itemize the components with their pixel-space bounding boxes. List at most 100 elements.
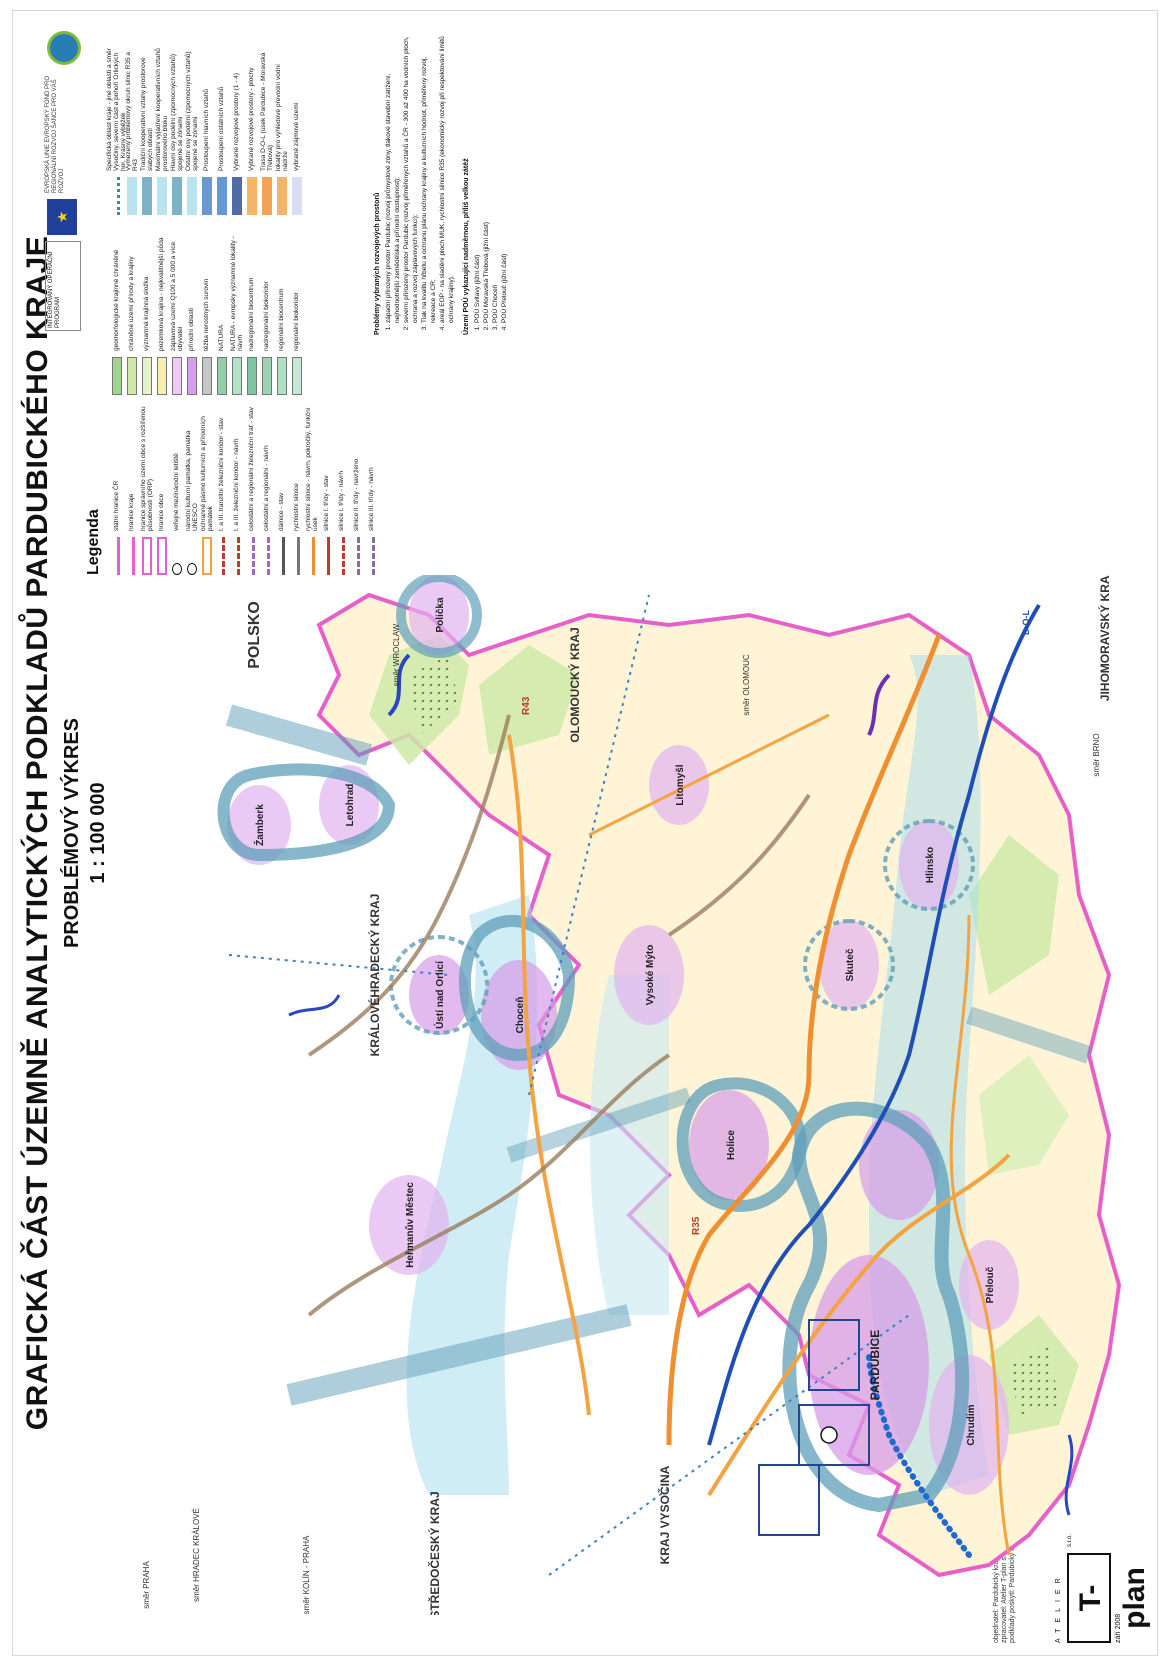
road-orange: [707, 1153, 1011, 1497]
rotated-map-frame: GRAFICKÁ ČÁST ÚZEMNĚ ANALYTICKÝCH PODKLA…: [13, 11, 1157, 1655]
legend-2-item: geomorfologické krajinné chráněné: [109, 225, 124, 395]
town-label-usti: Ústí nad Orlicí: [433, 960, 446, 1029]
note-item: západní přirozený prostor Pardubic (rozv…: [384, 35, 402, 323]
legend-label: lokality pro výhledové převodní vodní ná…: [274, 64, 289, 171]
legend-symbol: [201, 537, 212, 575]
legend-label: ochranné pásmo kulturních a přírodních p…: [199, 416, 214, 531]
note-item: POÚ Svitavy (jižní část): [473, 35, 482, 323]
road-brown: [307, 1053, 671, 1317]
legend-3-item: Hlavní osy podélní (zpomocných vztahů) s…: [169, 45, 184, 215]
legend-1-item: hranice správního území obce s rozšířeno…: [139, 405, 154, 575]
legend-label: národní kulturní památka, památka UNESCO: [184, 430, 199, 531]
legend-symbol: [216, 177, 227, 215]
legend-symbol: [338, 537, 345, 575]
legend-label: I. a III. tranzitní železniční koridor -…: [218, 417, 225, 531]
connection-line: [228, 954, 450, 976]
legend-3-item: Tradiční kooperativní vztahy prostorové …: [139, 45, 154, 215]
dol-route: [707, 603, 1041, 1446]
legend-2-item: NATURA: [214, 225, 229, 395]
legend-symbol: [156, 537, 167, 575]
legend-1-item: celostátní a regionální - návrh: [259, 405, 274, 575]
legend-2-item: nadregionální biocentrum: [244, 225, 259, 395]
legend-label: silnice I. třídy - návrh: [338, 471, 345, 531]
region-label-vysocina: KRAJ VYSOČINA: [657, 1465, 672, 1564]
legend-symbol: [231, 357, 242, 395]
town-area: [819, 920, 879, 1010]
legend-3-item: Vybrané rozvojové prostory - plochy: [244, 45, 259, 215]
town-label-hermanuv: Heřmanův Městec: [404, 1182, 416, 1268]
forest-area: [979, 1055, 1069, 1175]
legend-label: Vybrané rozvojové prostory - plochy: [248, 67, 255, 171]
town-label-policka: Polička: [435, 597, 446, 632]
town-area: [689, 1090, 769, 1200]
note-item: POÚ Moravská Třebová (jižní část): [482, 35, 491, 323]
town-area: [409, 955, 469, 1035]
road-label-r35: R35: [691, 1216, 702, 1235]
note-item: Tlak na kvalitu hřbetu a ochranu plánu o…: [420, 35, 438, 323]
region-label-olomoucky: OLOMOUCKÝ KRAJ: [567, 627, 582, 742]
legend-label: pozemková krajina - nejkvalitnější půda: [158, 237, 165, 351]
legend-column-3: Specifická oblast kraje - jiné oblasti a…: [106, 45, 304, 215]
legend-label: Hlavní osy podélní (zpomocných vztahů) s…: [169, 53, 184, 171]
legend-label: Vymezený problémový okruh silnic R35 a R…: [124, 52, 139, 171]
note-item: POÚ Přelouč (jižní část): [500, 35, 509, 323]
legend-1-item: veřejné mezinárodní letiště: [169, 405, 184, 575]
legend-symbol: [353, 537, 360, 575]
town-label-pardubice: PARDUBICE: [868, 1330, 882, 1400]
town-label-holice: Holice: [726, 1130, 737, 1160]
legend-1-item: rychlostní silnice - návrh, pokročilý, f…: [304, 405, 319, 575]
legend-label: veřejné mezinárodní letiště: [173, 453, 180, 531]
eu-flag-icon: ★: [47, 199, 77, 235]
legend-symbol: [113, 537, 120, 575]
tplan-date: září 2008: [1115, 1613, 1122, 1643]
legend-label: Prostoupení hlavních vztahů: [203, 88, 210, 171]
legend-1-item: silnice III. třídy - návrh: [364, 405, 379, 575]
legend-label: významná krajinná složka: [143, 276, 150, 351]
legend-2-item: těžba nerostných surovin: [199, 225, 214, 395]
legend-3-item: Trasa D-O-L (úsek Pardubice - Moravská T…: [259, 45, 274, 215]
legend-3-item: vybrané zájmové území: [289, 45, 304, 215]
note-item: POÚ Choceň: [491, 35, 500, 323]
town-label-skutec: Skuteč: [845, 948, 856, 981]
legend-label: silnice II. třídy - navrženo: [353, 458, 360, 531]
legend-label: geomorfologické krajinné chráněné: [113, 249, 120, 351]
legend-label: silnice I. třídy - stav: [323, 475, 330, 531]
legend-label: silnice III. třídy - návrh: [368, 467, 375, 531]
legend-2-item: chráněné území přírody a krajiny: [124, 225, 139, 395]
town-area: [481, 960, 557, 1070]
legend-symbol: [368, 537, 375, 575]
legend-3-item: Prostoupení hlavních vztahů: [199, 45, 214, 215]
legend-symbol: [276, 177, 287, 215]
direction-olomouc: směr OLOMOUC: [742, 654, 751, 716]
legend-symbol: [246, 177, 257, 215]
legend-symbol: [261, 357, 272, 395]
legend-2-item: významná krajinná složka: [139, 225, 154, 395]
legend-label: Tradiční kooperativní vztahy prostorové …: [139, 57, 154, 171]
road-brown: [307, 714, 511, 1057]
region-label-jihomoravsky: JIHOMORAVSKÝ KRAJ: [1097, 575, 1112, 701]
legend-symbol: [171, 177, 182, 215]
legend-label: NATURA: [218, 324, 225, 351]
legend-symbol: [186, 177, 197, 215]
development-ring: [803, 919, 895, 1011]
legend-2-item: regionální biokoridor: [289, 225, 304, 395]
legend-2-item: přírodní oblasti: [184, 225, 199, 395]
eu-logo-text: EVROPSKÁ UNIE EVROPSKÝ FOND PRO REGIONÁL…: [45, 75, 65, 193]
direction-hradec: směr HRADEC KRÁLOVÉ: [192, 1508, 201, 1602]
dol-route-dotted: [866, 1352, 972, 1558]
legend-label: Maximální vyjádření kooperativních vztah…: [154, 48, 169, 171]
airport-frame: [798, 1404, 870, 1466]
town-area: [614, 925, 684, 1025]
legend-symbol: [156, 177, 167, 215]
town-label-hlinsko: Hlinsko: [925, 847, 936, 883]
legend-symbol: [126, 357, 137, 395]
legend-label: NATURA - evropsky významné lokality - ná…: [229, 236, 244, 351]
legend-symbol: [141, 177, 152, 215]
legend-1-item: hranice kraje: [124, 405, 139, 575]
town-label-zamberk: Žamberk: [253, 804, 266, 846]
legend-symbol: [128, 537, 135, 575]
river: [1064, 1434, 1074, 1516]
legend-1-item: I. a III. tranzitní železniční koridor -…: [214, 405, 229, 575]
